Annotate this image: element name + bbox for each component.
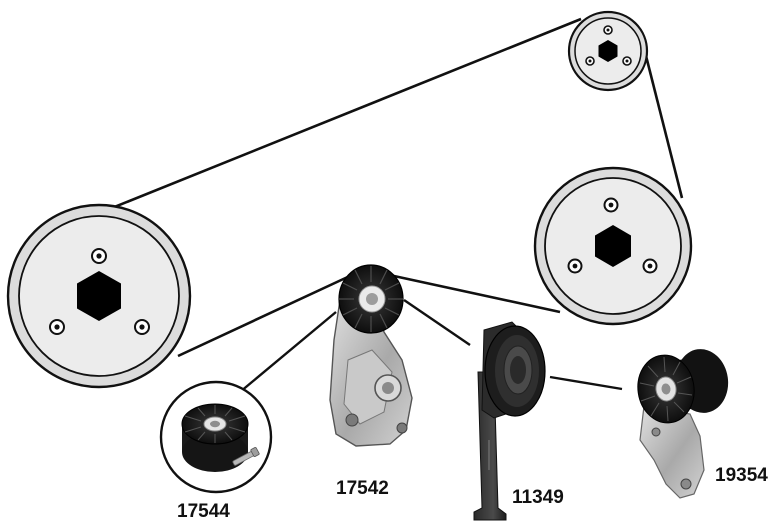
belt-segment-lower-left xyxy=(177,273,353,358)
part-number-11349: 11349 xyxy=(512,487,564,508)
part-number-19354: 19354 xyxy=(715,465,768,486)
connector-17544 xyxy=(239,311,337,393)
part-19354-idler[interactable] xyxy=(634,346,733,499)
alternator-pulley xyxy=(567,10,649,92)
bolt-hole-icon xyxy=(49,248,150,335)
hexagon-hub-icon xyxy=(598,40,618,62)
part-11349-tensioner[interactable] xyxy=(473,321,546,521)
belt-segment-top xyxy=(101,17,582,214)
part-17542-tensioner[interactable] xyxy=(329,264,413,447)
hexagon-hub-icon xyxy=(595,225,631,267)
part-17544-idler[interactable] xyxy=(159,380,273,494)
water-pump-pulley xyxy=(533,166,693,326)
roller-ribs xyxy=(639,356,693,422)
belt-segment-right xyxy=(642,47,684,199)
drive-belt xyxy=(101,17,684,358)
bolt-icon xyxy=(232,447,260,466)
crankshaft-pulley xyxy=(6,203,192,389)
roller-ribs xyxy=(339,266,403,332)
connector-11349 xyxy=(403,299,471,346)
part-number-17544: 17544 xyxy=(177,501,230,522)
part-connector-lines xyxy=(239,299,623,393)
connector-19354 xyxy=(549,375,623,391)
hexagon-hub-icon xyxy=(77,271,121,321)
belt-segment-lower-right xyxy=(393,274,561,314)
part-number-17542: 17542 xyxy=(336,478,389,499)
bolt-hole-icon xyxy=(567,197,658,274)
bolt-hole-icon xyxy=(585,25,632,66)
roller-ribs xyxy=(184,405,246,443)
